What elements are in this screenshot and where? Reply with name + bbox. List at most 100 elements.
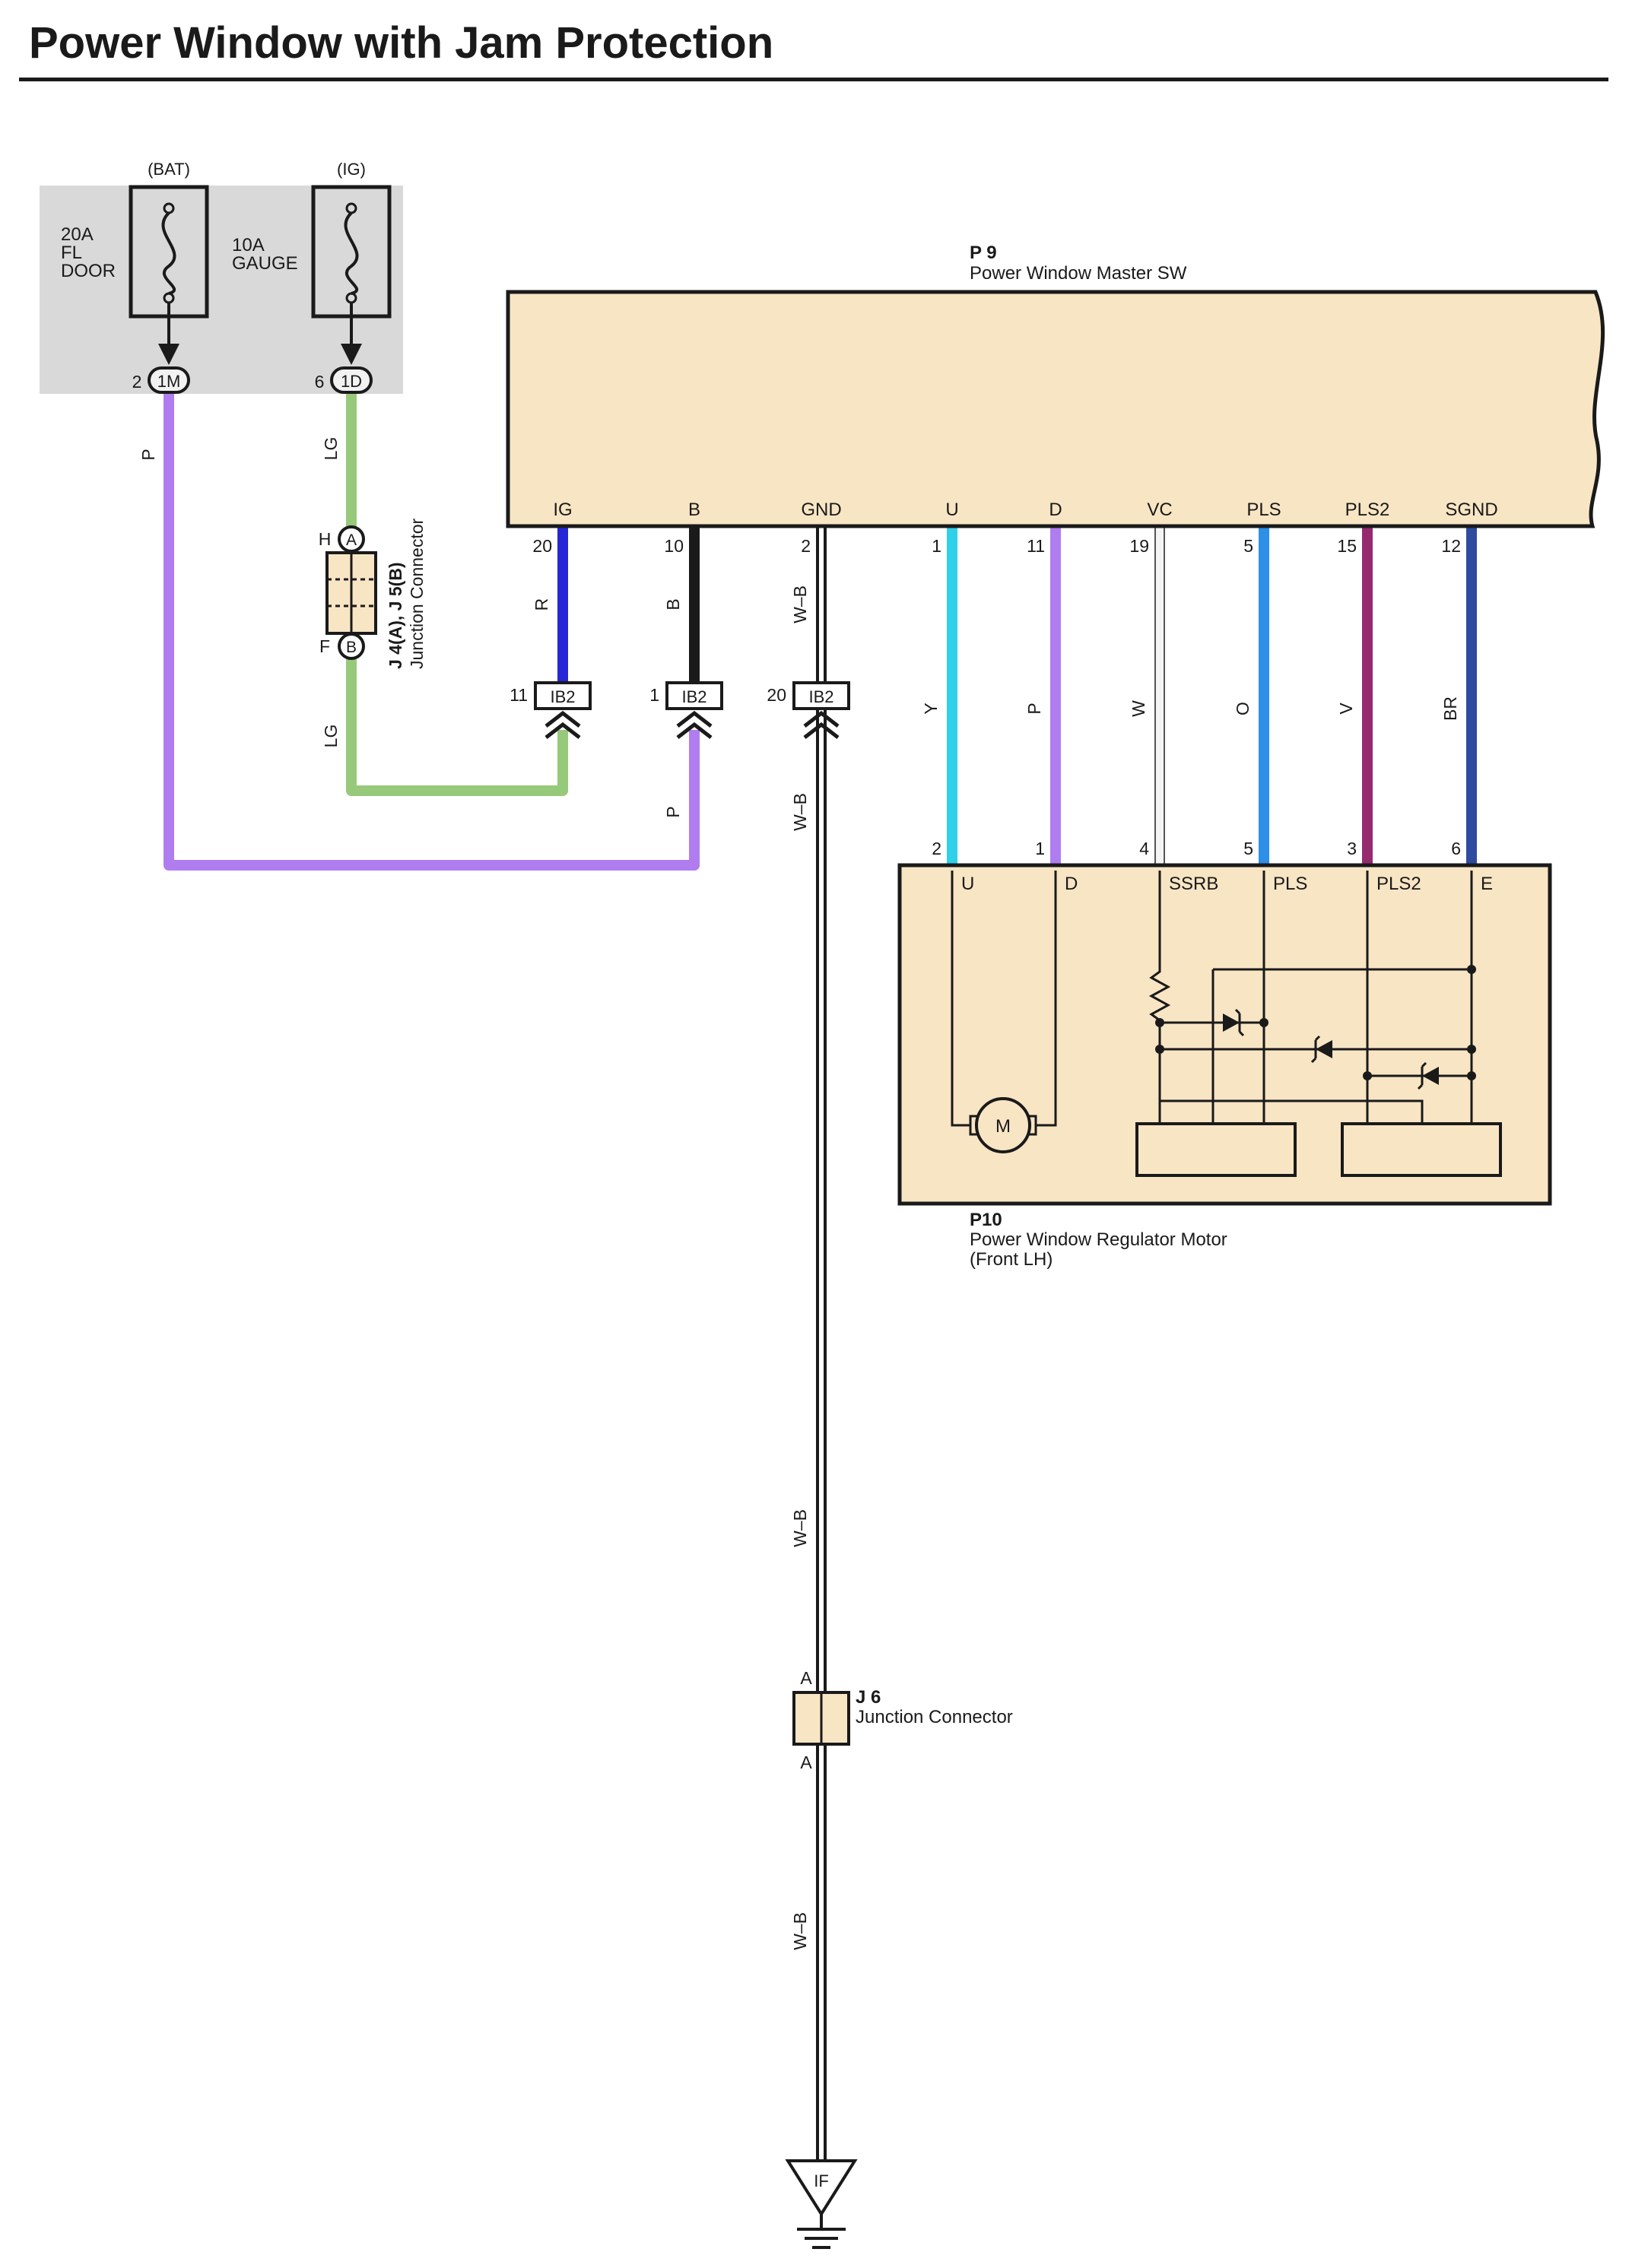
wire-code-label: Y [921,703,941,714]
pulse-sensor-1 [1135,1122,1297,1177]
fuse-connector-label: 1M [157,372,181,391]
fuse-element-icon [161,211,176,295]
fuse-fl-door: (BAT) 20A FL DOOR 2 1M [61,160,209,394]
junction-pin-letter: A [800,1668,812,1688]
motor-pin: 6 [1451,839,1461,858]
fuse-connector-label: 1D [341,372,362,391]
junction-code: J 6 [856,1687,881,1708]
junction-connector-j6: A A J 6 Junction Connector [792,1668,1013,1772]
switch-body [506,290,1605,528]
junction-name: Junction Connector [856,1707,1013,1727]
wire-code-label: W [1129,700,1148,717]
fuse-rating: 10A [232,235,265,255]
motor-pin: 1 [1035,839,1045,858]
wire-code-label: LG [321,725,341,748]
terminal-label: D [1049,500,1062,520]
zener-diode-icon [1310,1035,1332,1064]
ground-triangle [785,2159,858,2217]
wire-code-label: W–B [790,585,810,623]
ground-point: IF [785,2159,858,2249]
component-name: Power Window Master SW [970,263,1187,284]
component-name: Power Window Regulator Motor [970,1229,1227,1250]
connector-box [665,681,723,710]
zener-diode-icon [1417,1061,1439,1090]
connector-chevron-icon [676,710,713,739]
fuse-name-line1: GAUGE [232,253,298,274]
terminal-pin: 19 [1129,536,1149,556]
connector-chevron-icon [545,710,581,739]
switch-terminal-u: U 1 [932,500,958,556]
connector-label: IB2 [681,687,706,706]
terminal-label: GND [801,500,841,520]
junction-dots [1155,965,1476,1080]
motor-terminal-label: U [961,874,974,894]
junction-pin-letter: H [319,529,332,549]
motor-pin: 4 [1139,839,1149,858]
switch-terminal-b: B 10 [664,500,700,556]
terminal-label: PLS2 [1345,500,1390,520]
fuse-connector-oval [330,366,373,394]
fuse-box-background [40,186,403,394]
terminal-label: B [688,500,700,520]
motor-icon: M [969,1097,1037,1153]
junction-connector-j4-j5: H A F B J 4(A), J 5(B) Junction Connecto… [319,518,427,669]
terminal-pin: 11 [1027,536,1045,556]
terminal-pin: 10 [664,536,684,556]
motor-terminal-label: D [1065,874,1078,894]
fuse-source-label: (IG) [337,160,366,179]
terminal-label: SGND [1445,500,1497,520]
wire-code-label: B [663,598,683,610]
motor-body [897,863,1552,1206]
fuse-arrow-icon [341,344,362,365]
ground-label: IF [814,2171,829,2190]
connector-label: IB2 [808,687,833,706]
zener-diode-icon [1223,1008,1245,1037]
junction-connector-marker [338,633,365,660]
junction-connector-letter: B [346,639,357,656]
wire-code-label: P [1024,703,1044,714]
terminal-pin: 15 [1337,536,1357,556]
junction-connector-letter: A [346,531,357,549]
switch-terminal-vc: VC 19 [1129,500,1172,556]
terminal-label: PLS [1246,500,1281,520]
regulator-motor: 2 1 4 5 3 6 U D SSRB PLS PLS2 E [897,839,1552,1270]
terminal-pin: 20 [532,536,552,556]
terminal-pin: 2 [801,536,811,556]
fuse-pin-number: 6 [315,372,325,392]
wire-code-label: W–B [790,1509,810,1547]
connector-pin: 1 [649,685,659,705]
motor-terminal-label: PLS2 [1376,874,1421,894]
wire-code-label: LG [321,437,341,461]
wire-code-label: O [1233,702,1253,715]
switch-terminal-pls2: PLS2 15 [1337,500,1389,556]
motor-pin: 5 [1243,839,1253,858]
motor-terminal-label: SSRB [1169,874,1218,894]
connector-pin: 11 [510,685,528,705]
switch-terminal-gnd: GND 2 [801,500,841,556]
fuse-element-icon [344,211,359,295]
pulse-sensor-2 [1341,1122,1502,1177]
motor-terminal-label: PLS [1273,874,1307,894]
fuse-pin-number: 2 [132,372,142,392]
junction-name: Junction Connector [407,518,427,669]
component-subname: (Front LH) [970,1249,1053,1270]
switch-terminal-sgnd: SGND 12 [1441,500,1497,556]
terminal-label: U [945,500,958,520]
fuse-connector-oval [148,366,190,394]
motor-terminal-label: E [1481,874,1493,894]
terminal-pin: 12 [1441,536,1461,556]
wire-code-label: W–B [790,793,810,831]
fuse-arrow-icon [158,344,179,365]
wire-code-label: P [663,806,683,817]
component-code: P10 [970,1210,1002,1230]
terminal-label: VC [1147,500,1172,520]
title-underline [19,78,1608,81]
master-switch: P 9 Power Window Master SW IG 20 B 10 GN… [506,243,1605,556]
terminal-label: IG [553,500,572,520]
ib2-connector-20: 20 IB2 [767,681,850,739]
wire-code-label: BR [1440,696,1460,721]
fuse-rating: 20A [61,224,94,245]
motor-pin: 2 [932,839,941,858]
